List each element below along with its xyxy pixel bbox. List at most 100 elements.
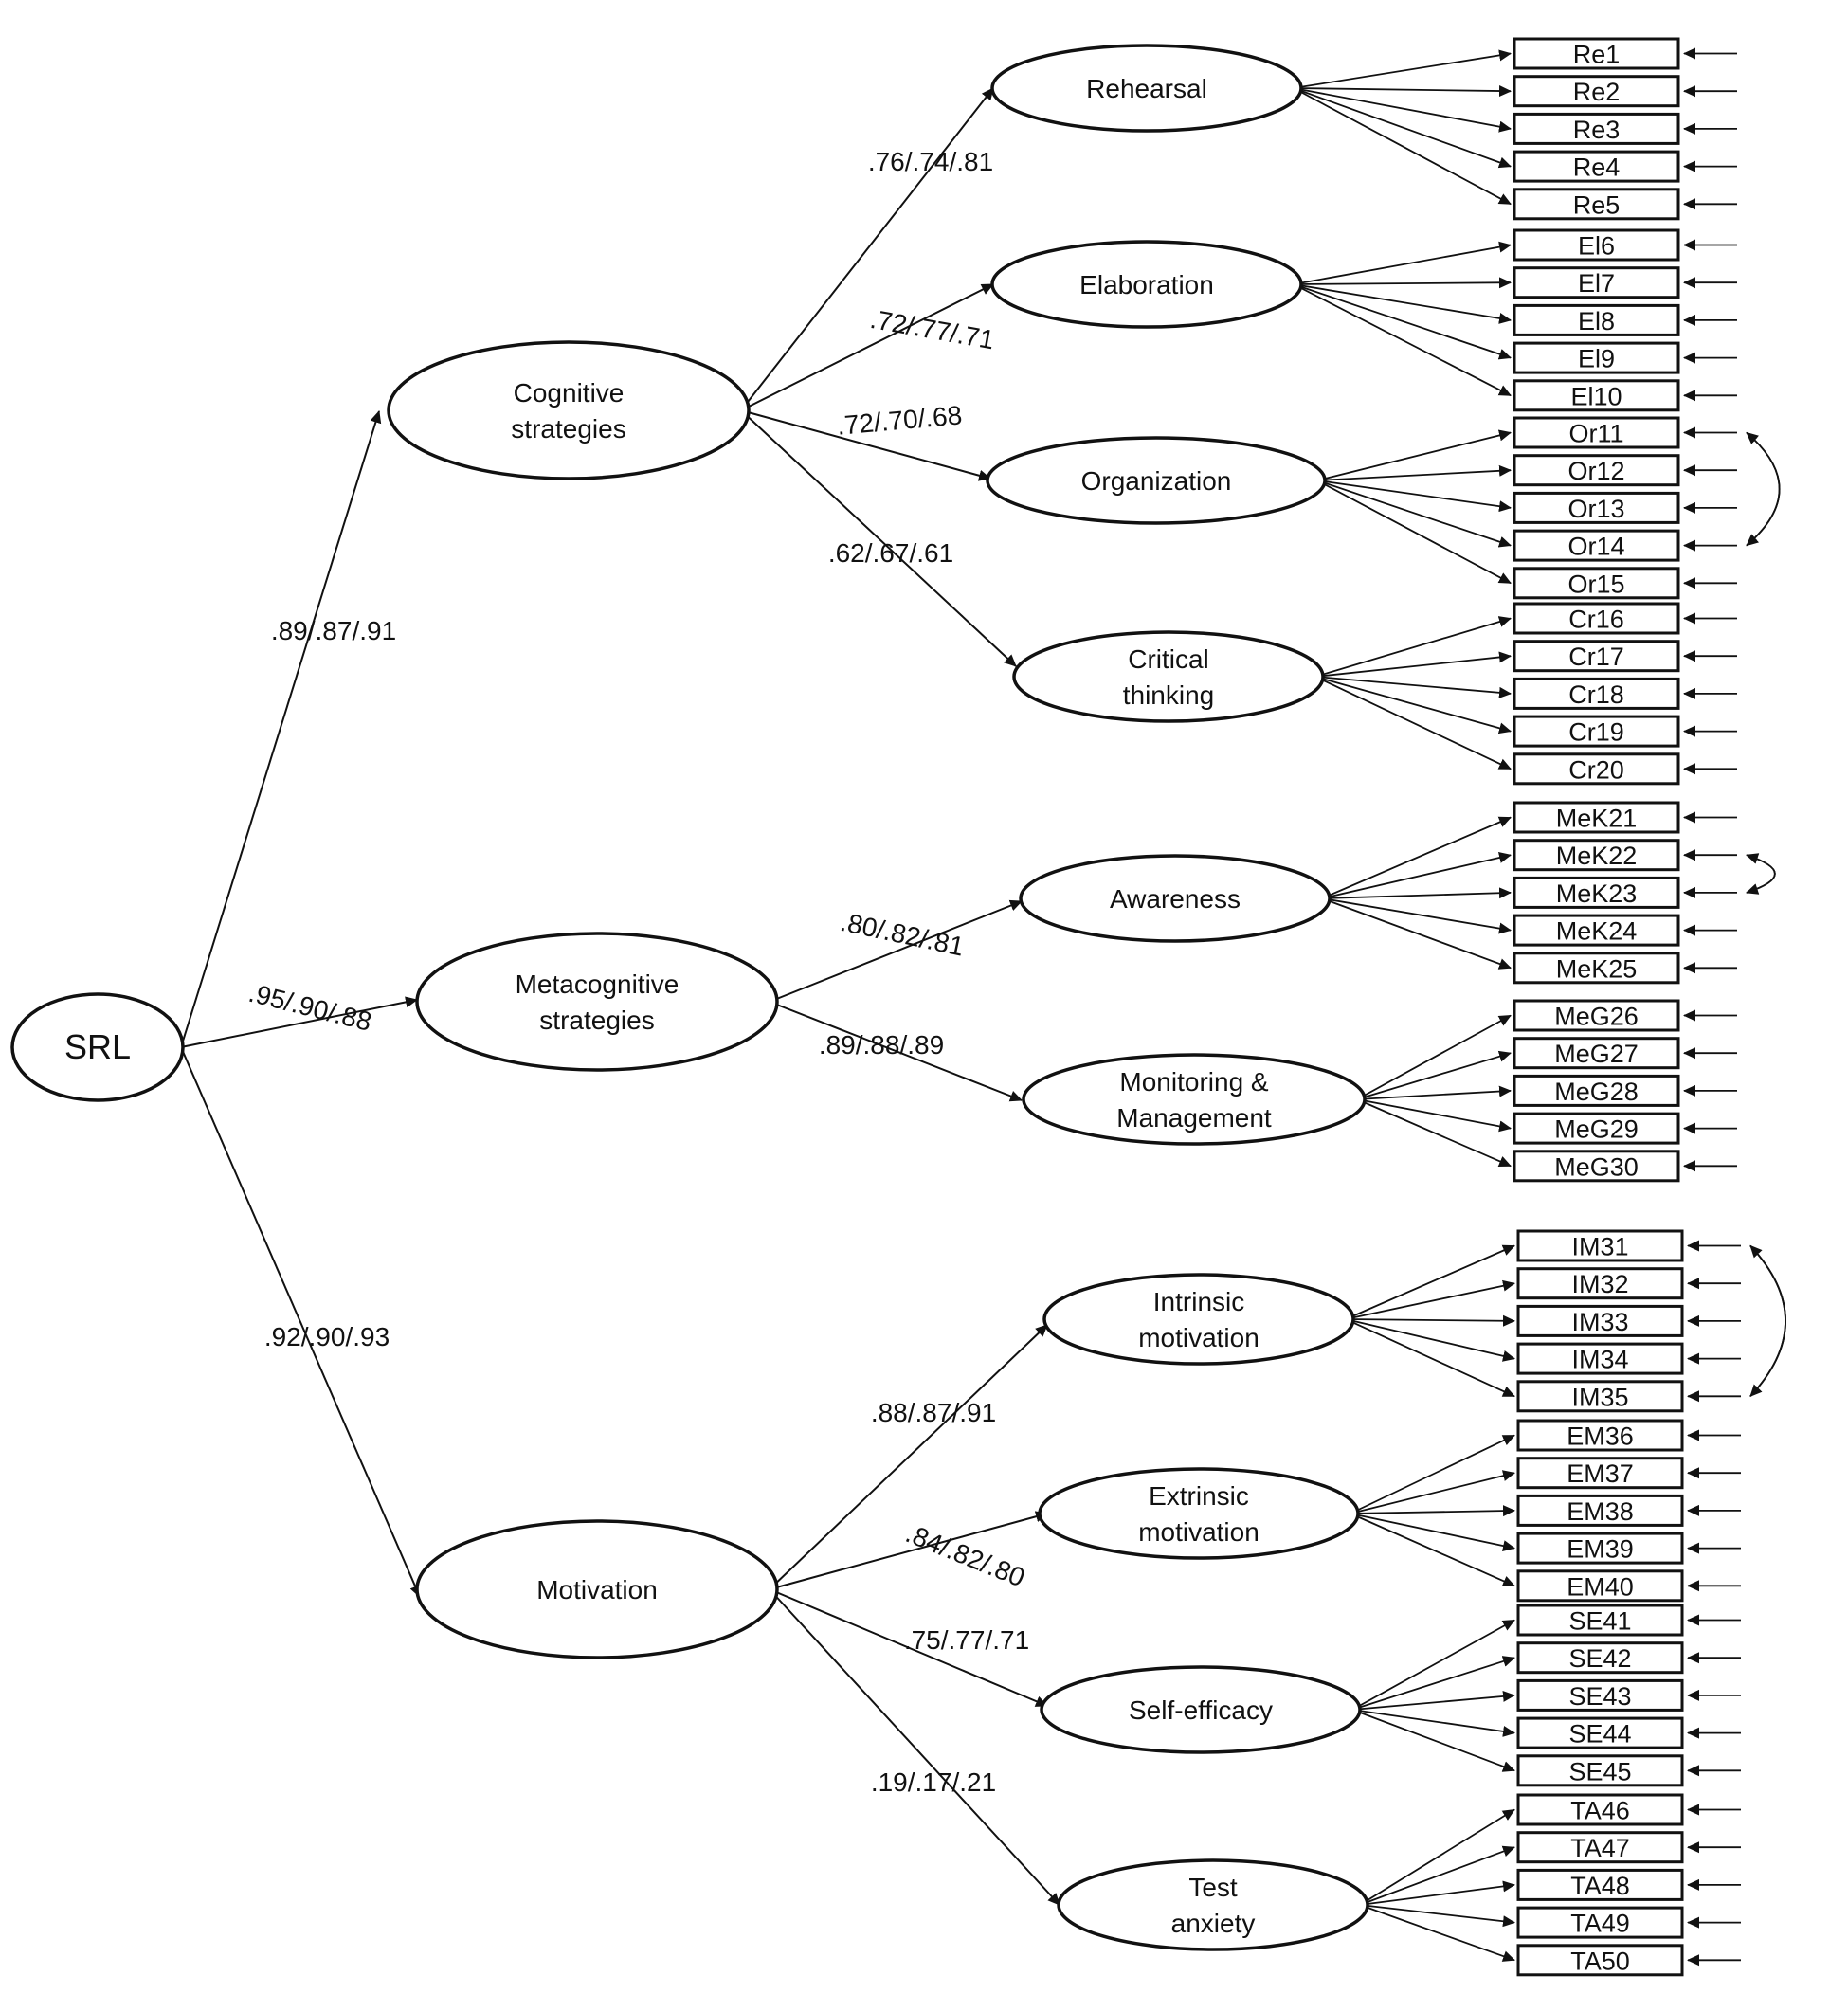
loading-organization: .72/.70/.68 <box>836 400 964 440</box>
node-motivation-label: Motivation <box>536 1575 658 1604</box>
node-srl <box>10 992 185 1102</box>
item-re1-label: Re1 <box>1573 41 1621 69</box>
item-meg29 <box>1513 1112 1680 1145</box>
path-monitoring-management-to-meg27 <box>1356 1050 1512 1100</box>
path-extrinsic-motivation-to-em36 <box>1350 1434 1515 1514</box>
path-intrinsic-motivation-to-im31 <box>1345 1244 1515 1320</box>
path-cognitive-strategies-to-elaboration <box>740 283 994 411</box>
node-intrinsic-motivation-label: Intrinsic <box>1153 1287 1244 1316</box>
item-re4-label: Re4 <box>1573 154 1621 182</box>
item-cr18-label: Cr18 <box>1568 680 1624 709</box>
path-critical-thinking-to-cr19 <box>1314 676 1512 734</box>
node-motivation <box>415 1519 779 1659</box>
node-test-anxiety-label: anxiety <box>1171 1909 1256 1938</box>
path-critical-thinking-to-cr16 <box>1314 616 1512 678</box>
node-elaboration <box>990 240 1303 329</box>
path-test-anxiety-to-ta49 <box>1359 1904 1515 1928</box>
item-se45-label: SE45 <box>1568 1757 1631 1785</box>
node-self-efficacy-label: Self-efficacy <box>1129 1695 1273 1725</box>
item-re3 <box>1513 112 1680 145</box>
path-intrinsic-motivation-to-im34 <box>1345 1318 1515 1362</box>
item-im31 <box>1516 1229 1684 1262</box>
item-im32 <box>1516 1267 1684 1300</box>
path-organization-to-or15 <box>1316 480 1512 585</box>
node-intrinsic-motivation <box>1042 1273 1355 1366</box>
loading-rehearsal: .76/.74/.81 <box>868 147 993 176</box>
node-extrinsic-motivation-label: Extrinsic <box>1149 1481 1249 1511</box>
node-organization <box>986 436 1327 525</box>
item-se42 <box>1516 1641 1684 1675</box>
path-extrinsic-motivation-to-em40 <box>1350 1513 1515 1587</box>
item-ta47-label: TA47 <box>1570 1834 1630 1862</box>
item-re2 <box>1513 75 1680 108</box>
loading-srl-motivation: .92/.90/.93 <box>264 1322 390 1351</box>
item-se43-label: SE43 <box>1568 1682 1631 1711</box>
path-intrinsic-motivation-to-im32 <box>1345 1279 1515 1320</box>
item-mek25-label: MeK25 <box>1556 954 1638 983</box>
path-srl-to-cognitive-strategies <box>180 410 382 1048</box>
node-test-anxiety <box>1057 1858 1369 1951</box>
loading-critical-thinking: .62/.67/.61 <box>828 538 953 568</box>
path-elaboration-to-el9 <box>1293 283 1512 360</box>
node-extrinsic-motivation-label: motivation <box>1138 1517 1259 1547</box>
item-el6-label: El6 <box>1578 232 1615 261</box>
path-rehearsal-to-re3 <box>1293 87 1512 133</box>
path-monitoring-management-to-meg26 <box>1356 1014 1512 1100</box>
item-im33 <box>1516 1304 1684 1337</box>
node-monitoring-management-label: Management <box>1116 1103 1272 1133</box>
item-im34-label: IM34 <box>1571 1346 1628 1374</box>
path-test-anxiety-to-ta47 <box>1359 1845 1515 1906</box>
path-motivation-to-extrinsic-motivation <box>769 1511 1048 1590</box>
item-cr19 <box>1513 715 1680 748</box>
path-organization-to-or11 <box>1316 429 1512 481</box>
node-test-anxiety-label: Test <box>1188 1873 1238 1902</box>
path-cognitive-strategies-to-organization <box>740 409 991 481</box>
item-el7 <box>1513 266 1680 299</box>
covariance-im35-im31 <box>1749 1244 1786 1398</box>
item-em37-label: EM37 <box>1567 1459 1634 1488</box>
item-se45 <box>1516 1754 1684 1787</box>
item-el9 <box>1513 341 1680 374</box>
item-meg26-label: MeG26 <box>1554 1003 1639 1031</box>
item-meg30-label: MeG30 <box>1554 1152 1639 1181</box>
path-cognitive-strategies-to-critical-thinking <box>740 409 1017 667</box>
item-em40 <box>1516 1569 1684 1603</box>
item-mek23 <box>1513 876 1680 909</box>
item-el8 <box>1513 303 1680 336</box>
item-em38 <box>1516 1494 1684 1527</box>
path-self-efficacy-to-se44 <box>1351 1709 1515 1737</box>
item-re2-label: Re2 <box>1573 78 1621 106</box>
item-im33-label: IM33 <box>1571 1308 1628 1336</box>
path-test-anxiety-to-ta46 <box>1359 1808 1515 1906</box>
path-self-efficacy-to-se43 <box>1351 1690 1515 1711</box>
path-srl-to-metacognitive-strategies <box>180 996 418 1048</box>
item-meg28 <box>1513 1074 1680 1107</box>
path-awareness-to-mek25 <box>1321 897 1512 970</box>
item-meg27 <box>1513 1037 1680 1070</box>
path-rehearsal-to-re4 <box>1293 87 1512 169</box>
item-em37 <box>1516 1457 1684 1490</box>
loading-srl-cognitive-strategies: .89/.87/.91 <box>271 616 396 645</box>
path-monitoring-management-to-meg29 <box>1356 1098 1512 1133</box>
item-or13 <box>1513 491 1680 524</box>
item-ta46-label: TA46 <box>1570 1797 1630 1825</box>
node-intrinsic-motivation-label: motivation <box>1138 1323 1259 1352</box>
loading-test-anxiety: .19/.17/.21 <box>871 1767 996 1797</box>
item-ta48 <box>1516 1868 1684 1901</box>
item-cr19-label: Cr19 <box>1568 718 1624 747</box>
item-el8-label: El8 <box>1578 307 1615 335</box>
item-meg30 <box>1513 1150 1680 1183</box>
path-critical-thinking-to-cr20 <box>1314 676 1512 770</box>
item-or15-label: Or15 <box>1567 570 1624 598</box>
loading-intrinsic-motivation: .88/.87/.91 <box>871 1398 996 1427</box>
node-rehearsal-label: Rehearsal <box>1086 74 1207 103</box>
path-elaboration-to-el8 <box>1293 283 1512 324</box>
item-meg27-label: MeG27 <box>1554 1040 1639 1068</box>
path-test-anxiety-to-ta50 <box>1359 1904 1515 1962</box>
item-ta49-label: TA49 <box>1570 1910 1630 1938</box>
item-em36 <box>1516 1419 1684 1452</box>
item-cr18 <box>1513 677 1680 710</box>
item-mek23-label: MeK23 <box>1556 879 1638 908</box>
node-critical-thinking <box>1012 630 1325 723</box>
